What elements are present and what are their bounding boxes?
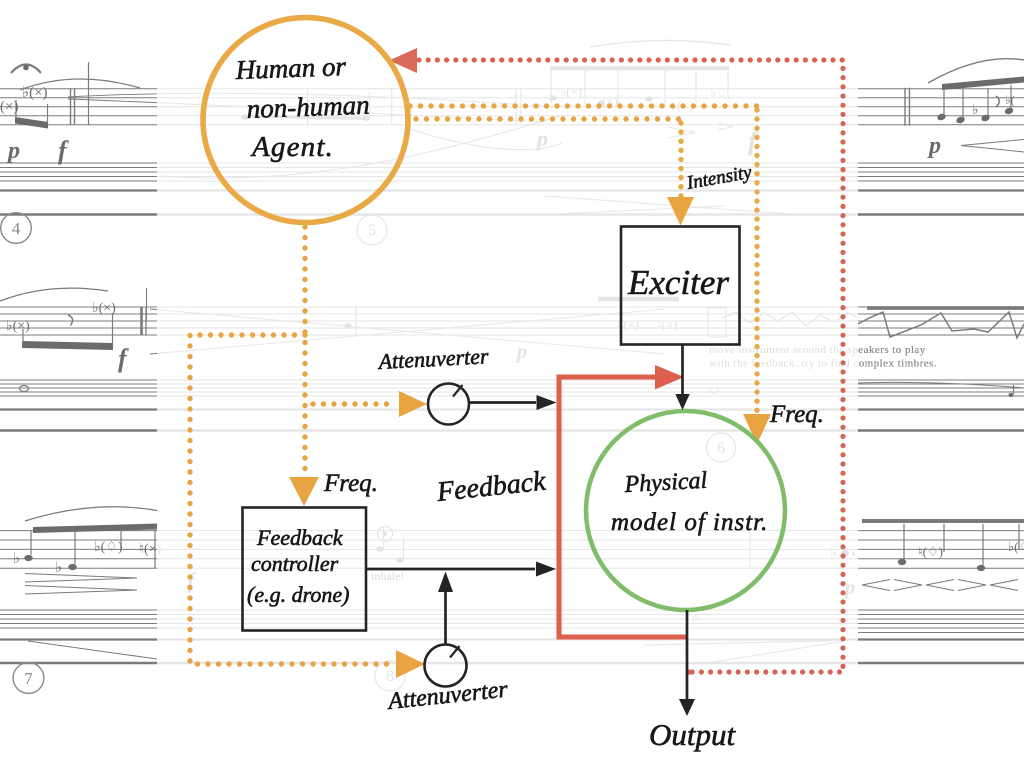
svg-text:Freq.: Freq. <box>769 401 824 428</box>
svg-text:Physical: Physical <box>623 468 708 498</box>
svg-text:♭: ♭ <box>55 560 62 576</box>
svg-text:♭(: ♭( <box>1005 93 1015 107</box>
svg-text:Output: Output <box>649 717 737 752</box>
svg-text:Freq.: Freq. <box>323 470 378 497</box>
svg-text:Attenuverter: Attenuverter <box>376 343 490 374</box>
svg-text:4: 4 <box>12 219 21 238</box>
svg-text:Feedback: Feedback <box>256 525 344 550</box>
svg-text:Human or: Human or <box>234 51 347 85</box>
svg-text:(e.g. drone): (e.g. drone) <box>247 582 349 607</box>
svg-text:model of instr.: model of instr. <box>611 509 768 536</box>
svg-text:Agent.: Agent. <box>250 131 334 163</box>
svg-text:♭(×): ♭(×) <box>6 319 30 334</box>
svg-text:♭(×): ♭(×) <box>22 85 48 101</box>
svg-text:♮(♢): ♮(♢) <box>918 544 943 559</box>
svg-text:(×): (×) <box>0 99 18 115</box>
svg-text:Exciter: Exciter <box>627 263 729 302</box>
svg-text:♭: ♭ <box>972 103 979 118</box>
svg-text:f: f <box>58 136 69 165</box>
svg-text:p: p <box>6 138 20 164</box>
svg-text:controller: controller <box>251 551 339 576</box>
svg-text:with the feedback. try to find: with the feedback. try to find complex t… <box>709 358 937 370</box>
svg-text:non-human: non-human <box>246 90 370 124</box>
svg-text:♮(×): ♮(×) <box>139 542 162 557</box>
svg-text:♭(♢): ♭(♢) <box>1008 539 1024 554</box>
svg-text:f: f <box>118 344 129 373</box>
svg-text:♭(×): ♭(×) <box>92 301 116 316</box>
svg-text:♭(♢): ♭(♢) <box>94 540 123 555</box>
svg-text:♭: ♭ <box>13 551 20 567</box>
svg-text:7: 7 <box>24 669 33 688</box>
svg-text:move instrument around the spe: move instrument around the speakers to p… <box>709 344 926 356</box>
svg-text:p: p <box>927 133 941 159</box>
